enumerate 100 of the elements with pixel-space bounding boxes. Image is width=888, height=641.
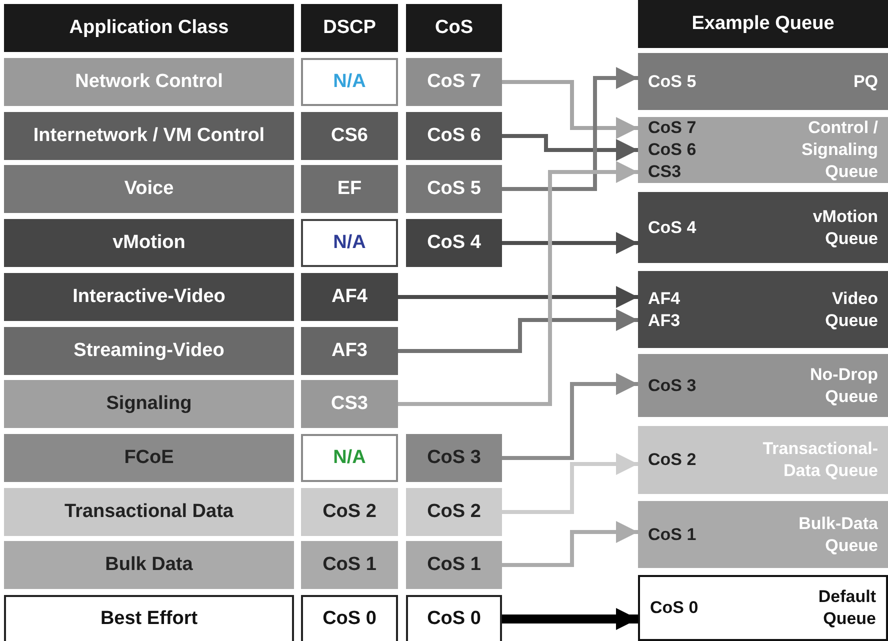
box-label: Voice — [124, 178, 174, 200]
class-box — [406, 434, 502, 482]
queue-name: PQ — [852, 70, 878, 92]
column-heading: CoS — [435, 17, 473, 39]
box-label: FCoE — [124, 447, 174, 469]
box-label: AF3 — [332, 340, 368, 362]
class-box — [301, 488, 398, 536]
box-label: Bulk Data — [105, 554, 193, 576]
queue-box — [638, 271, 888, 348]
box-label: Streaming-Video — [74, 340, 224, 362]
box-label: Best Effort — [100, 608, 198, 630]
class-box — [4, 541, 294, 589]
box-label: CoS 2 — [322, 501, 376, 523]
arrow — [502, 134, 638, 161]
class-box — [301, 380, 398, 428]
box-label: CoS 3 — [427, 447, 481, 469]
queue-name: vMotion Queue — [812, 206, 878, 250]
queue-name: Transactional-Data Queue — [762, 438, 878, 482]
box-label: AF4 — [332, 286, 368, 308]
class-box — [4, 112, 294, 160]
box-label: N/A — [333, 232, 366, 254]
class-box — [4, 595, 294, 641]
class-box — [4, 219, 294, 267]
class-box — [406, 595, 502, 641]
queue-code: CoS 7 — [648, 117, 696, 139]
class-box — [4, 273, 294, 321]
class-box — [4, 380, 294, 428]
queue-code: CoS 6 — [648, 139, 696, 161]
column-heading: Application Class — [69, 17, 229, 39]
class-box — [301, 541, 398, 589]
column-heading: Example Queue — [692, 13, 834, 35]
queue-box — [638, 117, 888, 183]
class-box — [4, 165, 294, 213]
box-label: CoS 4 — [427, 232, 481, 254]
class-box — [406, 219, 502, 267]
class-box — [4, 58, 294, 106]
class-box — [301, 58, 398, 106]
class-box — [301, 434, 398, 482]
queue-code: CoS 3 — [648, 374, 696, 396]
class-box — [4, 434, 294, 482]
class-box — [406, 112, 502, 160]
box-label: EF — [337, 178, 362, 200]
class-box — [301, 595, 398, 641]
queue-name: Default Queue — [817, 586, 876, 630]
class-box — [406, 165, 502, 213]
queue-code: CoS 4 — [648, 216, 696, 238]
queue-code: CoS 2 — [648, 449, 696, 471]
class-box — [406, 58, 502, 106]
arrow — [502, 453, 638, 514]
arrow — [502, 80, 638, 139]
box-label: N/A — [333, 447, 366, 469]
queue-name: Video Queue — [824, 288, 878, 332]
arrow — [398, 309, 638, 353]
queue-code: CoS 0 — [650, 597, 698, 619]
box-label: N/A — [333, 71, 366, 93]
class-box — [301, 165, 398, 213]
arrow — [502, 521, 638, 567]
arrow — [398, 161, 638, 406]
queue-name: Bulk-Data Queue — [798, 512, 878, 556]
box-label: Signaling — [106, 393, 192, 415]
queue-code: CS3 — [648, 161, 682, 183]
queue-box — [638, 192, 888, 263]
class-box — [4, 488, 294, 536]
queue-code: AF4 — [648, 288, 680, 310]
class-box — [301, 112, 398, 160]
header-box — [406, 4, 502, 52]
queue-name: No-Drop Queue — [809, 364, 878, 408]
class-box — [301, 327, 398, 375]
arrow — [502, 373, 638, 460]
box-label: CoS 0 — [427, 608, 481, 630]
box-label: Network Control — [75, 71, 223, 93]
queue-code: AF3 — [648, 310, 680, 332]
box-label: Interactive-Video — [72, 286, 226, 308]
header-box — [301, 4, 398, 52]
box-label: CoS 6 — [427, 125, 481, 147]
arrow — [398, 286, 638, 308]
queue-box — [638, 575, 888, 641]
queue-code: CoS 5 — [648, 70, 696, 92]
box-label: CoS 0 — [322, 608, 376, 630]
box-label: CS3 — [331, 393, 368, 415]
arrow — [502, 232, 638, 254]
queue-box — [638, 426, 888, 494]
box-label: CoS 1 — [322, 554, 376, 576]
box-label: vMotion — [112, 232, 186, 254]
queue-box — [638, 501, 888, 568]
column-heading: DSCP — [323, 17, 376, 39]
box-label: CS6 — [331, 125, 368, 147]
arrow — [502, 608, 638, 630]
arrow — [502, 67, 638, 191]
queue-box — [638, 53, 888, 110]
header-box — [4, 4, 294, 52]
queue-code: CoS 1 — [648, 524, 696, 546]
box-label: Transactional Data — [64, 501, 234, 523]
class-box — [301, 219, 398, 267]
box-label: CoS 1 — [427, 554, 481, 576]
class-box — [301, 273, 398, 321]
box-label: CoS 7 — [427, 71, 481, 93]
box-label: CoS 5 — [427, 178, 481, 200]
box-label: Internetwork / VM Control — [33, 125, 265, 147]
class-box — [406, 488, 502, 536]
